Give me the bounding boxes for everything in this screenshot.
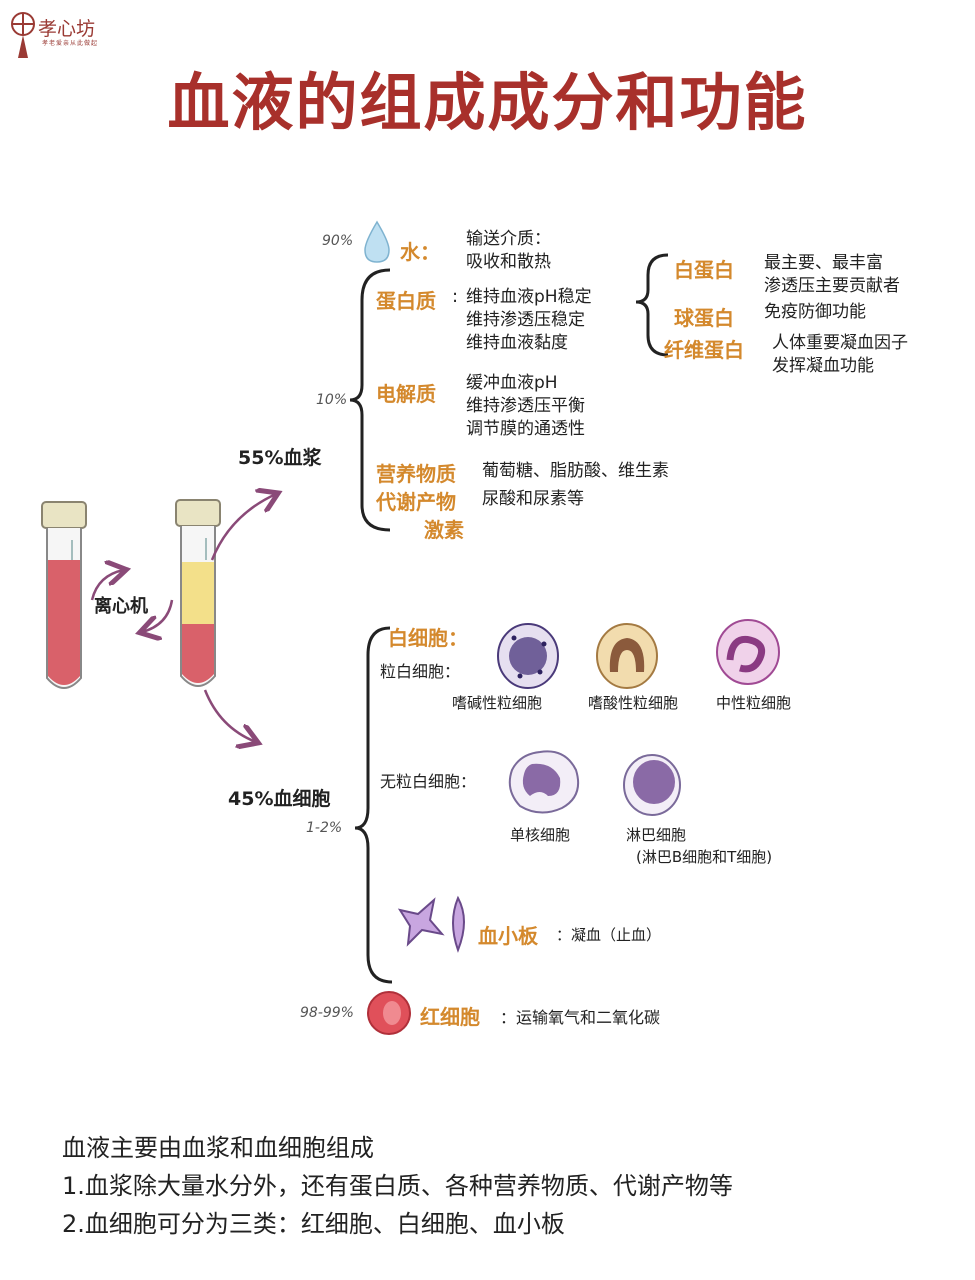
wbc-label: 白细胞：: [388, 626, 468, 650]
nutrients-desc: 葡萄糖、脂肪酸、维生素: [482, 461, 669, 481]
electrolyte-desc: 缓冲血液pH 维持渗透压平衡 调节膜的通透性: [466, 373, 585, 439]
wbc-percent: 1-2%: [306, 820, 343, 836]
diagram-graphics: [41, 220, 780, 1035]
neutrophil-label: 中性粒细胞: [716, 694, 792, 712]
protein-label: 蛋白质: [376, 289, 436, 313]
lymphocyte-note: (淋巴B细胞和T细胞): [636, 848, 773, 866]
monocyte-cell-icon: [508, 750, 580, 814]
logo-subtitle: 孝老爱亲从此做起: [42, 40, 99, 47]
platelet-icon: [397, 895, 465, 953]
electrolyte-label: 电解质: [376, 382, 436, 406]
eosinophil-cell-icon: [596, 623, 658, 689]
plasma-label: 55%血浆: [238, 447, 322, 469]
agranulocytes-label: 无粒白细胞：: [380, 772, 477, 791]
summary-line-3: 2.血细胞可分为三类：红细胞、白细胞、血小板: [62, 1210, 565, 1238]
platelet-label: 血小板: [478, 924, 538, 948]
logo-name: 孝心坊: [38, 18, 96, 40]
fibrinogen-desc: 人体重要凝血因子 发挥凝血功能: [772, 333, 908, 376]
albumin-desc: 最主要、最丰富 渗透压主要贡献者: [764, 253, 900, 296]
water-percent: 90%: [322, 233, 354, 249]
page-title: 血液的组成成分和功能: [167, 66, 808, 139]
albumin-label: 白蛋白: [674, 258, 734, 282]
protein-desc: 维持血液pH稳定 维持渗透压稳定 维持血液黏度: [466, 287, 592, 353]
rbc-desc: ：运输氧气和二氧化碳: [500, 1008, 661, 1027]
centrifuge-label: 离心机: [94, 596, 148, 617]
metabolites-label: 代谢产物: [376, 490, 456, 514]
water-label: 水：: [400, 240, 440, 264]
rbc-percent: 98-99%: [300, 1005, 354, 1021]
platelet-desc: ：凝血（止血）: [556, 926, 662, 944]
blood-cells-label: 45%血细胞: [228, 788, 331, 810]
hormones-label: 激素: [424, 518, 464, 542]
neutrophil-cell-icon: [716, 619, 780, 685]
monocyte-label: 单核细胞: [510, 826, 571, 844]
fibrinogen-label: 纤维蛋白: [664, 338, 744, 362]
water-desc: 输送介质： 吸收和散热: [466, 229, 551, 272]
solutes-percent: 10%: [316, 392, 348, 408]
lymphocyte-cell-icon: [623, 754, 681, 816]
whole-blood-tube-icon: [41, 501, 87, 689]
summary-line-1: 血液主要由血浆和血细胞组成: [62, 1134, 374, 1162]
rbc-label: 红细胞: [420, 1005, 480, 1029]
metabolites-desc: 尿酸和尿素等: [482, 489, 584, 509]
water-drop-icon: [364, 220, 390, 263]
summary-line-2: 1.血浆除大量水分外，还有蛋白质、各种营养物质、代谢产物等: [62, 1172, 733, 1200]
red-blood-cell-icon: [367, 991, 411, 1035]
eosinophil-label: 嗜酸性粒细胞: [588, 694, 679, 712]
globulin-label: 球蛋白: [674, 306, 734, 330]
basophil-cell-icon: [497, 623, 559, 689]
granulocytes-label: 粒白细胞：: [380, 662, 461, 681]
globulin-desc: 免疫防御功能: [764, 302, 866, 322]
logo-emblem-icon: [11, 12, 35, 58]
centrifuged-tube-icon: [175, 499, 221, 687]
basophil-label: 嗜碱性粒细胞: [452, 694, 543, 712]
nutrients-label: 营养物质: [376, 462, 456, 486]
lymphocyte-label: 淋巴细胞: [626, 826, 687, 844]
